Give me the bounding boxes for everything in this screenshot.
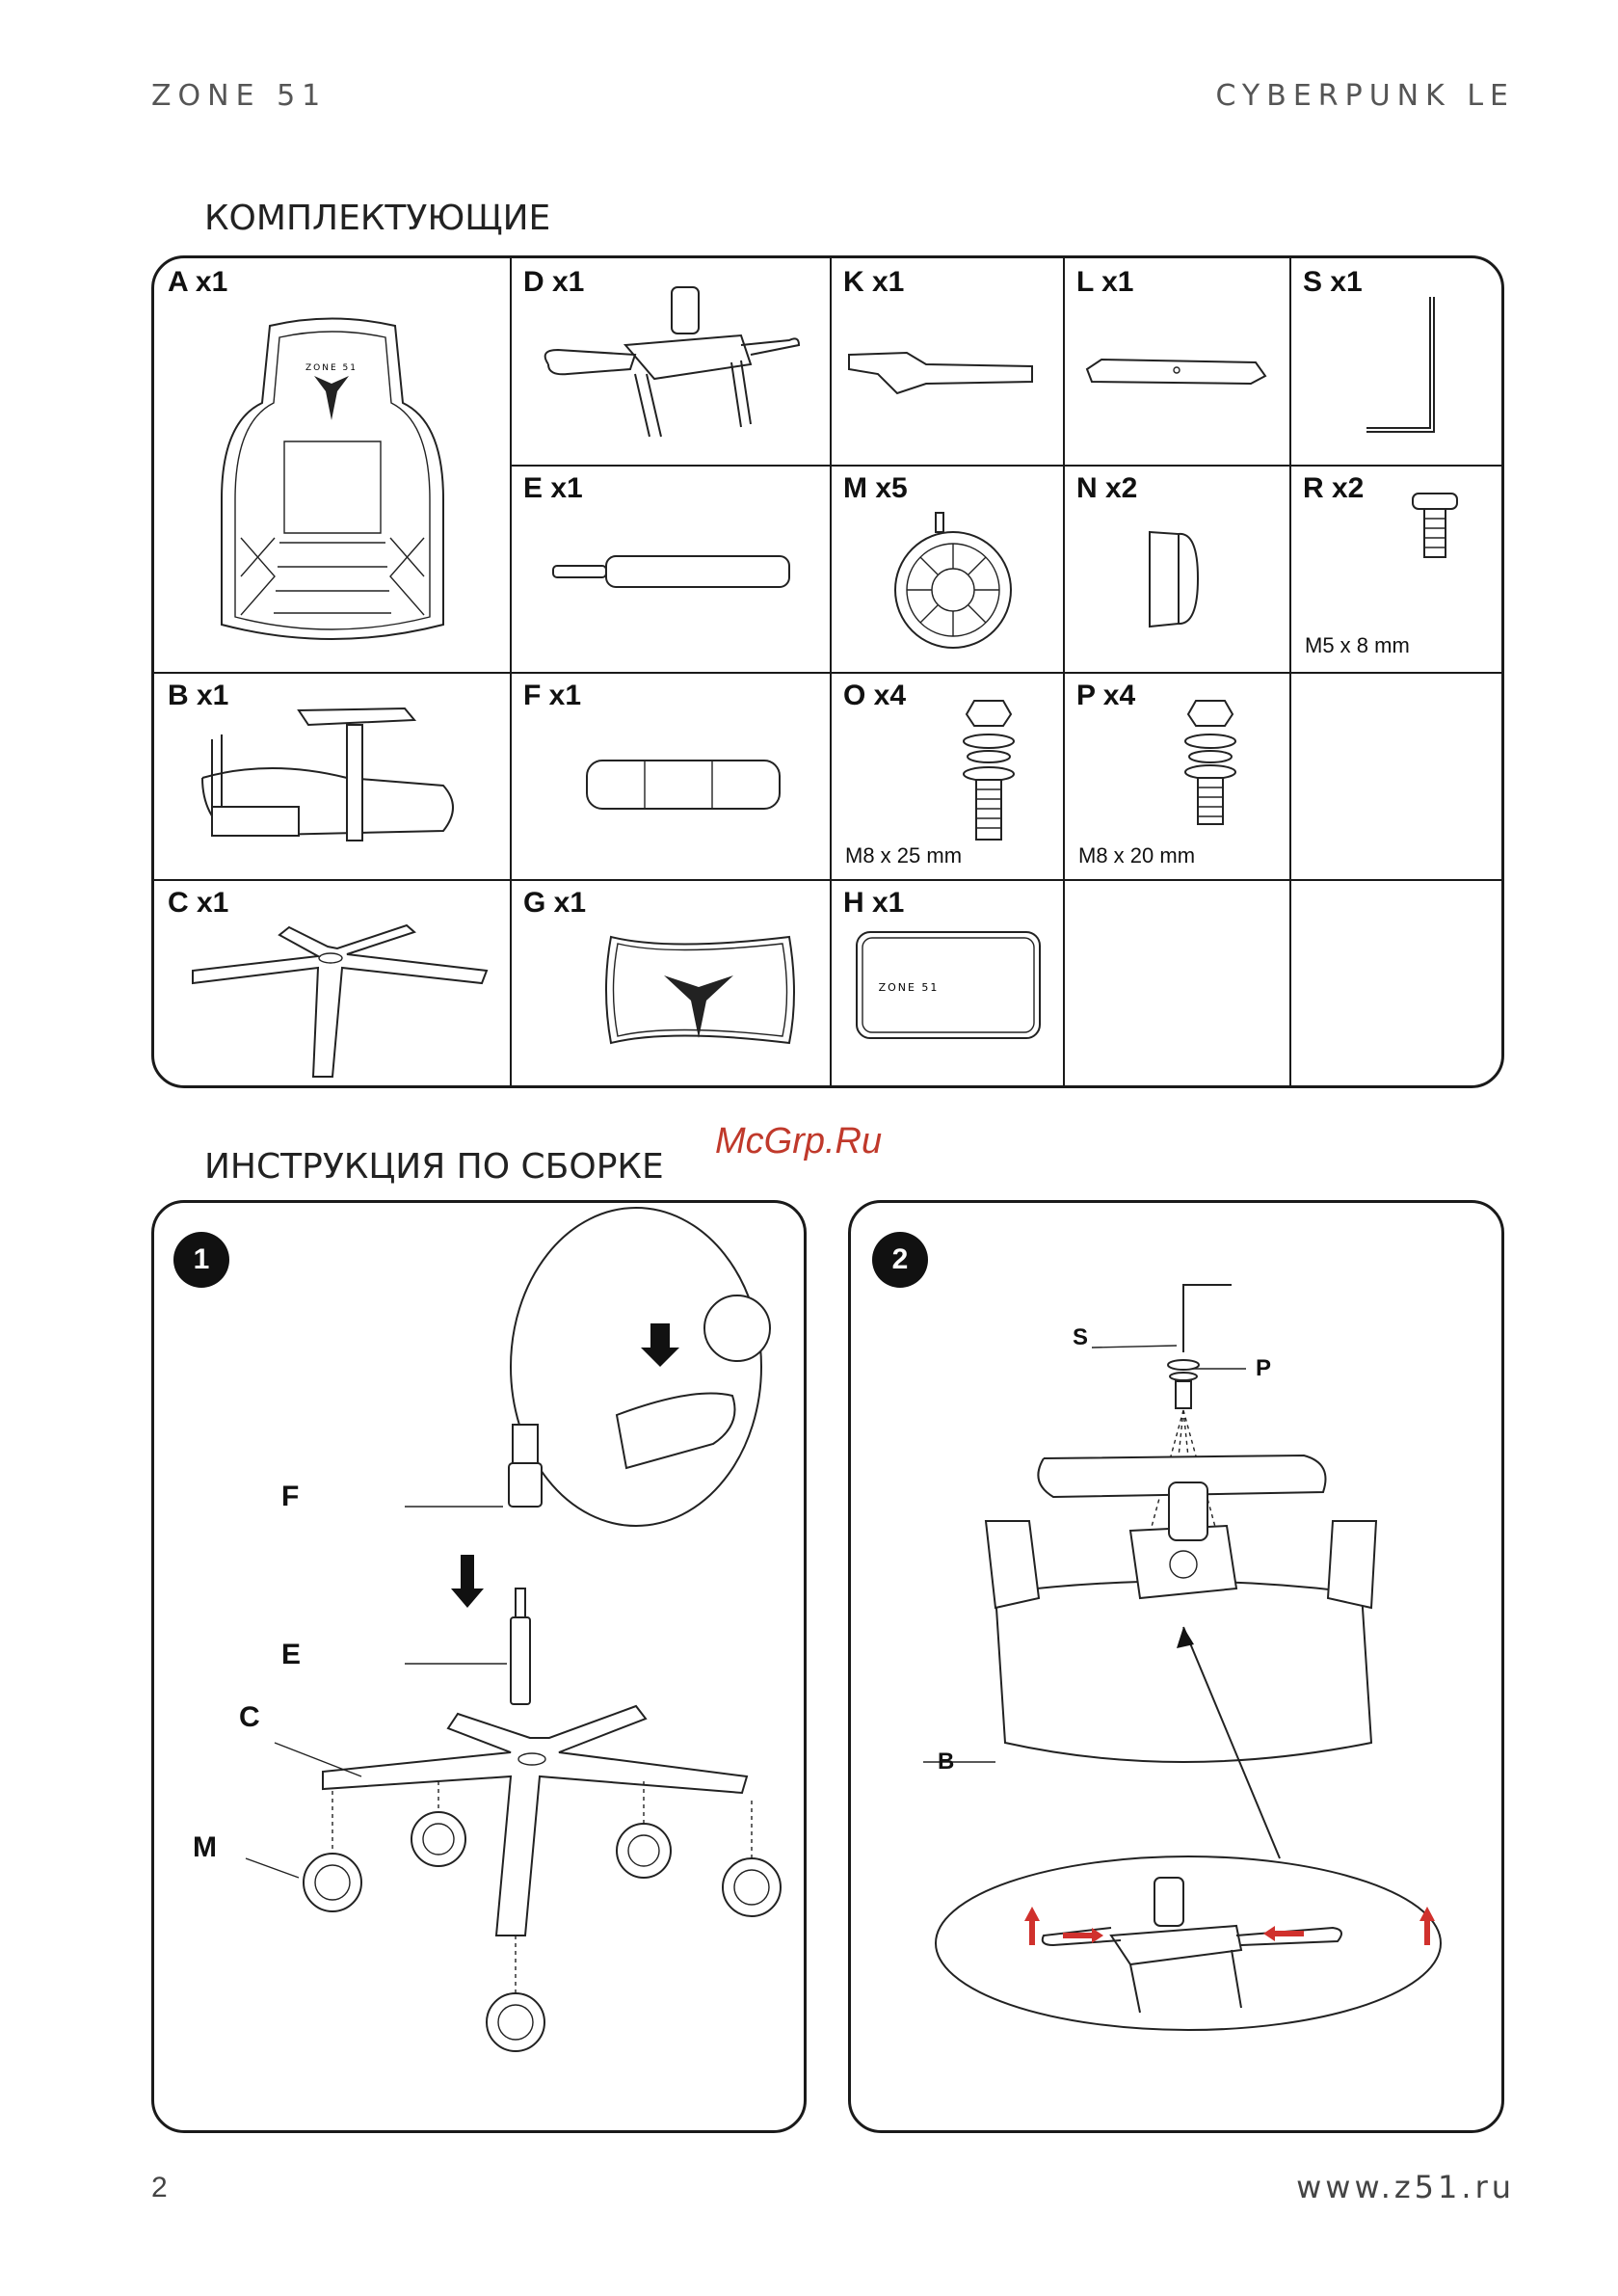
part-o-bolt: O x4 M8 x 25 mm [830,672,1063,879]
part-m-caster: M x5 [830,465,1063,672]
step-2-panel: 2 S P B [848,1200,1504,2133]
part-l-plate: L x1 [1063,258,1289,465]
step-2-illustration [851,1203,1504,2133]
part-n-caps: N x2 [1063,465,1289,672]
part-label: D x1 [523,266,584,299]
part-label: C x1 [168,887,228,920]
part-label: E x1 [523,472,583,505]
callout-p: P [1256,1355,1271,1382]
part-label: B x1 [168,680,228,712]
part-f-cover: F x1 [510,672,830,879]
part-s-hex-key: S x1 [1289,258,1504,465]
part-label: N x2 [1076,472,1137,505]
part-spec: M8 x 25 mm [845,843,962,868]
part-label: A x1 [168,266,227,299]
part-label: O x4 [843,680,906,712]
callout-b: B [938,1749,954,1775]
lumbar-pillow-logo: ZONE 51 [879,981,940,994]
part-label: L x1 [1076,266,1134,299]
step-1-illustration [154,1203,807,2133]
empty-cell [1289,879,1504,1088]
part-b-seat: B x1 [154,672,510,879]
callout-f: F [281,1481,299,1513]
step-number-badge: 2 [872,1232,928,1288]
part-spec: M8 x 20 mm [1078,843,1195,868]
part-a-backrest: A x1 ZONE 51 [154,258,510,672]
brand-product-name: CYBERPUNK LE [1216,79,1516,113]
part-label: G x1 [523,887,586,920]
part-r-screw: R x2 M5 x 8 mm [1289,465,1504,672]
brand-logo-left: ZONE 51 [151,79,327,113]
part-label: R x2 [1303,472,1364,505]
empty-cell [1063,879,1289,1088]
step-1-panel: 1 F E C M [151,1200,807,2133]
parts-grid: A x1 ZONE 51 D x1 K x1 L x1 [151,255,1504,1088]
part-label: K x1 [843,266,904,299]
website-link[interactable]: www.z51.ru [1296,2169,1515,2205]
part-label: P x4 [1076,680,1135,712]
step-number-badge: 1 [173,1232,229,1288]
part-label: H x1 [843,887,904,920]
callout-m: M [193,1831,217,1864]
part-label: M x5 [843,472,908,505]
part-g-pillow: G x1 [510,879,830,1088]
part-h-lumbar-pillow: H x1 ZONE 51 [830,879,1063,1088]
assembly-section-title: ИНСТРУКЦИЯ ПО СБОРКЕ [204,1147,664,1187]
callout-e: E [281,1639,301,1671]
part-d-mechanism: D x1 [510,258,830,465]
part-e-gas-lift: E x1 [510,465,830,672]
backrest-logo: ZONE 51 [305,363,358,373]
callout-c: C [239,1701,260,1734]
part-c-base: C x1 [154,879,510,1088]
part-label: S x1 [1303,266,1363,299]
backrest-illustration: ZONE 51 [154,258,510,672]
page-number: 2 [151,2172,168,2204]
parts-section-title: КОМПЛЕКТУЮЩИЕ [204,199,550,238]
watermark: McGrp.Ru [715,1121,882,1162]
callout-s: S [1073,1324,1088,1351]
part-p-bolt: P x4 M8 x 20 mm [1063,672,1289,879]
part-spec: M5 x 8 mm [1305,633,1410,658]
part-k-armrest-plate: K x1 [830,258,1063,465]
part-label: F x1 [523,680,581,712]
